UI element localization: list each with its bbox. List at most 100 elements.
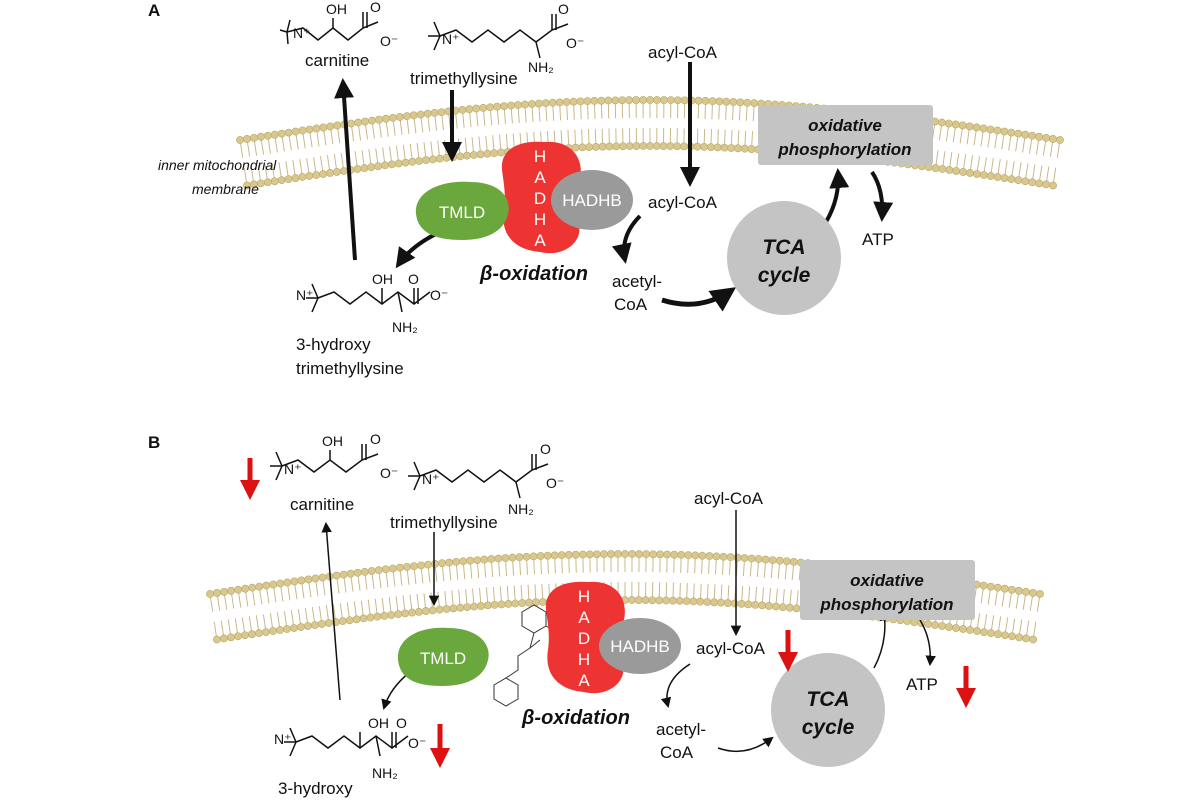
lipid-head xyxy=(747,145,756,153)
lipid-head xyxy=(255,582,264,591)
lipid-head xyxy=(1035,179,1044,188)
lipid-head xyxy=(347,119,356,128)
lipid-head xyxy=(987,629,995,638)
lipid-head xyxy=(381,565,390,574)
tca-cycle-circle xyxy=(727,201,841,315)
oxphos-label-line2: phosphorylation xyxy=(777,140,911,159)
lipid-head xyxy=(234,585,243,594)
tmld-label: TMLD xyxy=(439,203,485,222)
lipid-head xyxy=(571,550,580,559)
lipid-head xyxy=(276,579,285,588)
lipid-head xyxy=(727,144,736,152)
lipid-head xyxy=(607,550,615,558)
lipid-head xyxy=(1028,131,1037,140)
lipid-head xyxy=(680,96,689,105)
lipid-head xyxy=(1008,632,1016,641)
lipid-head xyxy=(945,166,954,174)
lipid-head xyxy=(938,165,947,173)
lipid-head xyxy=(751,600,760,609)
lipid-head xyxy=(604,96,613,105)
lipid-head xyxy=(778,603,787,611)
lipid-head xyxy=(729,98,738,106)
acetyl-coa-line1: acetyl- xyxy=(612,272,662,291)
lipid-head xyxy=(944,119,953,128)
lipid-head xyxy=(480,555,489,564)
tml-b-n-atom: N⁺ xyxy=(422,471,440,487)
lipid-head xyxy=(359,614,368,623)
hadha-b-letter-5: A xyxy=(578,671,590,690)
lipid-head xyxy=(618,96,627,105)
tml-o-atom: O xyxy=(558,1,569,17)
lipid-head xyxy=(952,167,961,175)
lipid-head xyxy=(430,108,439,117)
lipid-head xyxy=(318,573,327,582)
hadha-letter-2: A xyxy=(534,168,546,187)
lipid-head xyxy=(463,603,472,611)
lipid-head xyxy=(473,556,482,564)
lipid-head xyxy=(373,612,382,621)
lipid-head xyxy=(758,601,767,610)
lipid-head xyxy=(374,162,383,171)
lipid-head xyxy=(1035,132,1044,141)
lipid-head xyxy=(403,562,411,571)
lipid-head xyxy=(431,559,439,568)
lipid-head xyxy=(689,597,698,606)
tml-n-atom: N⁺ xyxy=(442,31,460,47)
tml-b-o-minus-atom: O⁻ xyxy=(546,475,564,491)
lipid-head xyxy=(1014,586,1023,595)
tml-b-nh2-atom: NH₂ xyxy=(508,501,534,517)
lipid-head xyxy=(490,149,499,157)
lipid-head xyxy=(410,562,418,570)
hadha-enzyme xyxy=(501,141,581,254)
lipid-head xyxy=(227,586,236,595)
lipid-head xyxy=(599,550,608,559)
lipid-head xyxy=(972,170,981,178)
lipid-head xyxy=(483,149,492,158)
lipid-head xyxy=(708,97,717,106)
lipid-head xyxy=(515,553,524,562)
lipid-head xyxy=(639,142,648,150)
tca-cycle-circle-b xyxy=(771,653,885,767)
lipid-head xyxy=(641,596,650,605)
lipid-head xyxy=(543,551,552,560)
tca-b-line1: TCA xyxy=(806,688,849,711)
lipid-head xyxy=(423,109,432,118)
lipid-head xyxy=(733,553,742,562)
atp-label: ATP xyxy=(862,230,894,249)
lipid-head xyxy=(632,96,641,104)
lipid-head xyxy=(508,553,517,562)
lipid-head xyxy=(719,552,728,561)
html-n-atom: N⁺ xyxy=(296,287,314,303)
lipid-head xyxy=(514,101,522,109)
lipid-head xyxy=(428,155,437,164)
lipid-head xyxy=(653,96,661,104)
hadha-b-letter-4: H xyxy=(578,650,590,669)
lipid-head xyxy=(585,143,594,152)
lipid-head xyxy=(360,164,369,172)
lipid-head xyxy=(437,108,446,116)
lipid-head xyxy=(374,566,383,575)
lipid-head xyxy=(333,168,341,176)
arrow-b-oxphos-to-atp xyxy=(919,619,936,667)
acyl-coa-b-inner-label: acyl-CoA xyxy=(696,639,766,658)
lipid-head xyxy=(534,99,543,108)
html-o-minus-atom: O⁻ xyxy=(430,287,448,303)
html-nh2-atom: NH₂ xyxy=(392,319,418,335)
lipid-head xyxy=(1049,135,1057,143)
lipid-head xyxy=(740,554,749,562)
lipid-head xyxy=(713,143,722,152)
lipid-head xyxy=(966,169,974,177)
lipid-head xyxy=(973,627,981,635)
lipid-head xyxy=(959,625,967,633)
lipid-head xyxy=(597,96,606,105)
acetyl-coa-b-line1: acetyl- xyxy=(656,720,706,739)
lipid-head xyxy=(945,623,953,631)
lipid-head xyxy=(332,571,341,580)
arrow-b-tmld-to-hydroxy xyxy=(381,671,411,711)
lipid-head xyxy=(979,171,988,179)
lipid-head xyxy=(628,550,636,558)
hydroxy-tml-structure-b xyxy=(284,727,409,757)
lipid-head xyxy=(1021,177,1030,186)
lipid-head xyxy=(305,172,314,180)
lipid-head xyxy=(605,142,614,151)
